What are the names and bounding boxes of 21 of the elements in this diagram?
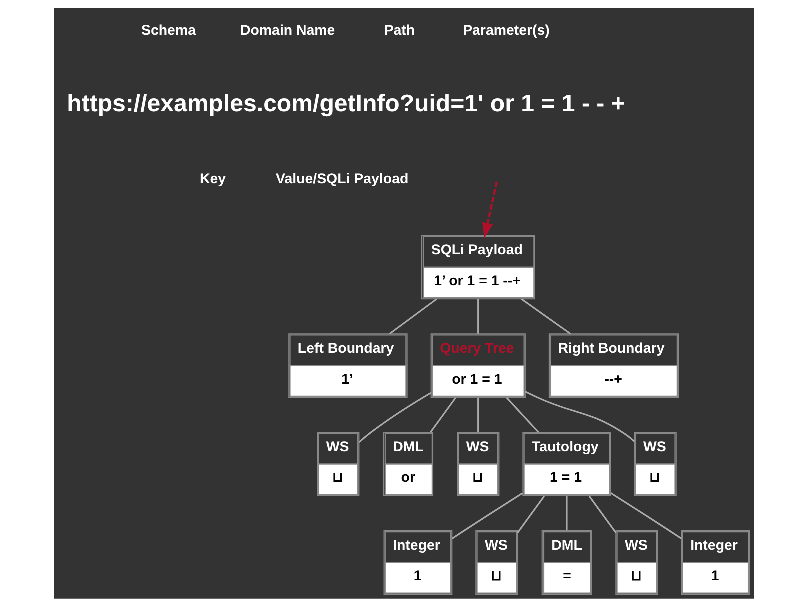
connector xyxy=(389,298,438,335)
connector xyxy=(478,299,480,334)
connector xyxy=(478,398,480,432)
connector xyxy=(525,391,636,442)
label: Schema xyxy=(142,22,196,39)
arrow xyxy=(482,182,498,238)
connector xyxy=(430,397,456,433)
connector xyxy=(358,392,432,444)
label: Value/SQLi Payload xyxy=(276,172,409,188)
connector xyxy=(521,298,572,335)
connector xyxy=(452,492,524,540)
connector xyxy=(517,496,546,534)
connector xyxy=(588,496,617,534)
label: Domain Name xyxy=(240,22,336,39)
label: Parameter(s) xyxy=(463,22,550,39)
label: Path xyxy=(384,22,416,39)
label: https://examples.com/getInfo?uid=1' or 1 = 1 - - + xyxy=(67,90,626,118)
connector xyxy=(610,492,682,540)
connector xyxy=(566,496,568,531)
label: Key xyxy=(200,172,226,188)
connector xyxy=(506,397,540,433)
